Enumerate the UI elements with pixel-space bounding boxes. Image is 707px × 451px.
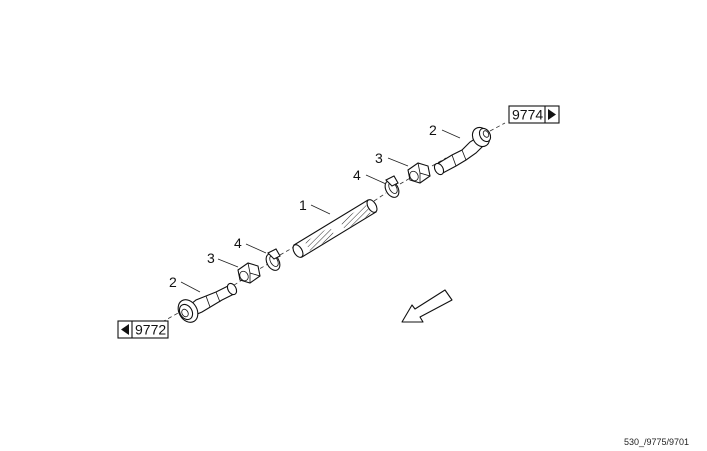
reference-upper[interactable]: 9774 xyxy=(508,105,560,124)
callout-hose: 1 xyxy=(299,197,307,213)
drawing-code: 530_/9775/9701 xyxy=(624,437,689,447)
triangle-right-icon xyxy=(548,109,556,120)
callout-nut-upper: 3 xyxy=(375,150,383,166)
callout-clamp-lower: 4 xyxy=(234,235,242,251)
callout-nut-lower: 3 xyxy=(207,250,215,266)
fitting-upper xyxy=(433,126,492,176)
nut-upper xyxy=(407,162,431,184)
reference-upper-label: 9774 xyxy=(512,107,543,123)
triangle-left-icon xyxy=(121,324,129,335)
hose xyxy=(292,199,378,258)
clamp-lower xyxy=(265,248,281,271)
fitting-lower xyxy=(177,282,238,323)
callout-fitting-upper: 2 xyxy=(429,122,437,138)
arrow-down-left-icon xyxy=(401,289,453,323)
clamp-upper xyxy=(384,175,400,198)
reference-lower-label: 9772 xyxy=(135,322,166,338)
callout-fitting-lower: 2 xyxy=(169,274,177,290)
leader-lines xyxy=(180,129,461,293)
reference-lower[interactable]: 9772 xyxy=(117,320,169,339)
callout-clamp-upper: 4 xyxy=(353,167,361,183)
nut-lower xyxy=(237,262,261,284)
